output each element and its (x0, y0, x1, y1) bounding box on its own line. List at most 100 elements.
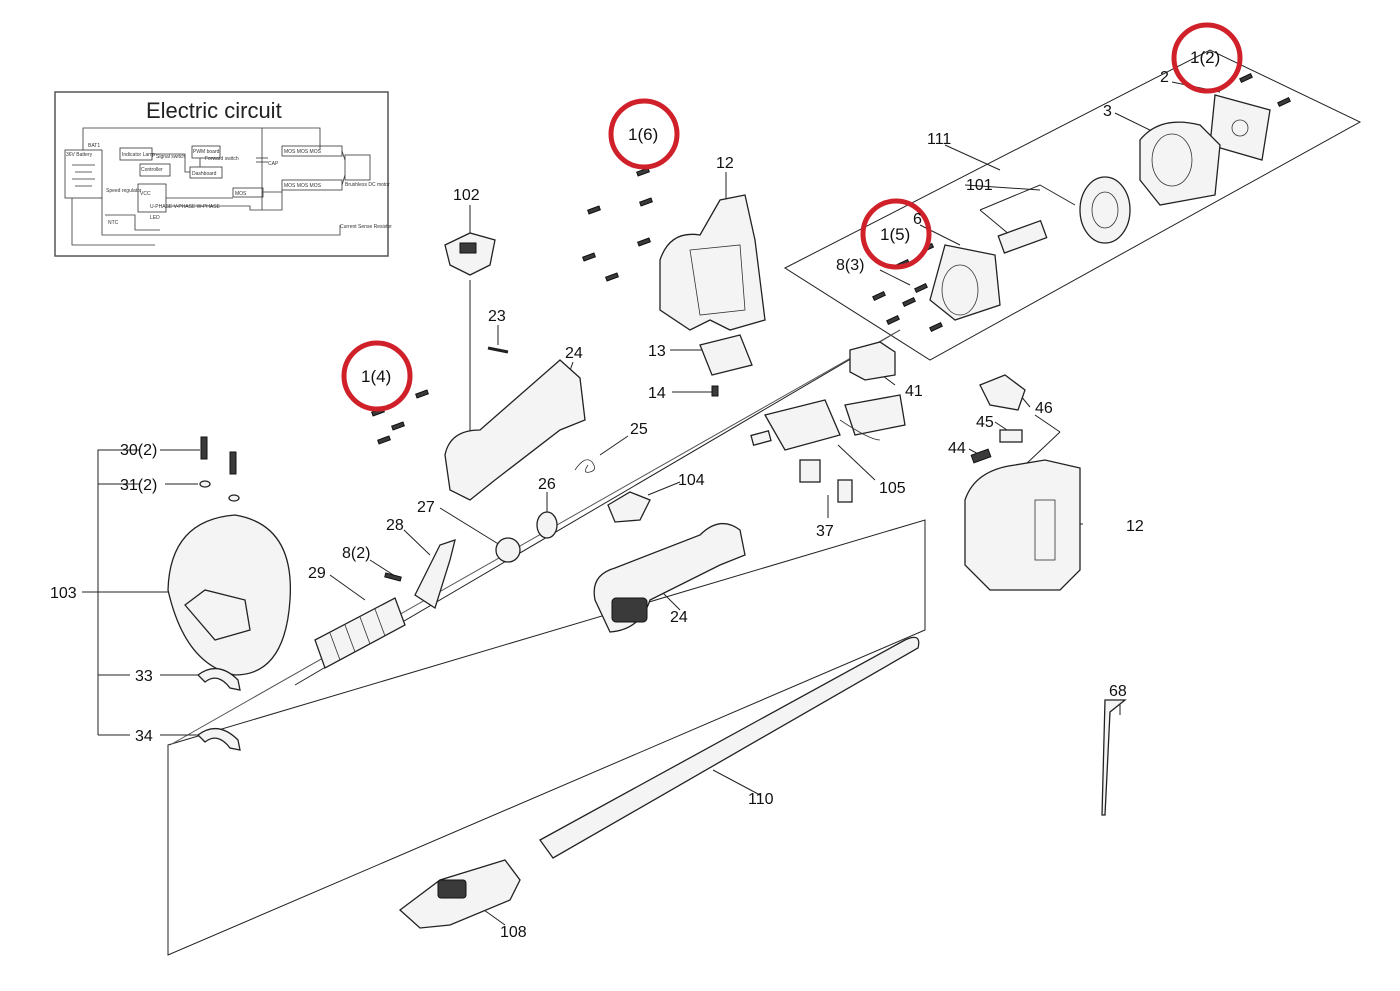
label-13: 13 (648, 343, 666, 360)
clamp-26 (536, 511, 558, 539)
rotor-shaft (997, 219, 1048, 254)
label-3: 3 (1103, 103, 1112, 120)
label-29: 29 (308, 565, 326, 582)
screw-30b (229, 451, 237, 475)
stator (1079, 176, 1131, 244)
lever-28 (414, 539, 456, 610)
highlight-circle-1-4 (341, 340, 413, 412)
svg-text:Speed regulator: Speed regulator (106, 188, 142, 194)
svg-text:Current Sense Resistor: Current Sense Resistor (340, 224, 392, 230)
part-labels: 1(2) 1(6) 1(5) 1(4) 2 3 111 101 6 8(3) 1… (50, 48, 1220, 941)
svg-text:36V Battery: 36V Battery (66, 152, 93, 158)
screw-30a (200, 436, 208, 460)
svg-text:MOS MOS MOS: MOS MOS MOS (284, 183, 322, 189)
motor-housing (1139, 121, 1221, 206)
svg-text:Controller: Controller (141, 167, 163, 173)
label-24-grip: 24 (670, 609, 688, 626)
svg-text:BAT1: BAT1 (88, 143, 100, 149)
label-30-2: 30(2) (120, 442, 157, 459)
highlight-circle-1-6 (608, 98, 680, 170)
label-101: 101 (966, 177, 993, 194)
svg-text:Dashboard: Dashboard (192, 171, 217, 177)
parts-drawings (167, 72, 1291, 929)
trigger-45 (999, 429, 1023, 443)
clip-104 (607, 491, 651, 523)
motor-front-cover (929, 244, 1001, 321)
label-1-5: 1(5) (880, 225, 910, 244)
electric-circuit-inset: Electric circuit (54, 91, 392, 257)
label-104: 104 (678, 472, 705, 489)
svg-text:PWM board: PWM board (193, 149, 220, 155)
label-102: 102 (453, 187, 480, 204)
svg-text:LED: LED (150, 215, 160, 221)
terminal-block (849, 341, 896, 381)
foam-grip (314, 597, 406, 669)
highlight-circle-1-2 (1171, 22, 1243, 94)
svg-text:U-PHASE V-PHASE W-PHASE: U-PHASE V-PHASE W-PHASE (150, 204, 221, 210)
clamp-34 (197, 728, 241, 751)
inset-title: Electric circuit (146, 98, 282, 123)
assembly-guide-lines (82, 49, 1362, 956)
label-108: 108 (500, 924, 527, 941)
label-44: 44 (948, 440, 966, 457)
highlight-circle-1-5 (860, 198, 932, 270)
label-31-2: 31(2) (120, 477, 157, 494)
motor-assembly-box (783, 49, 1362, 361)
label-25: 25 (630, 421, 648, 438)
svg-text:MOS MOS MOS: MOS MOS MOS (284, 149, 322, 155)
ring-27 (495, 537, 521, 563)
label-27: 27 (417, 499, 435, 516)
end-plate (1209, 94, 1271, 161)
handle-half (444, 359, 586, 501)
highlight-circles (341, 22, 1243, 412)
label-34: 34 (135, 728, 153, 745)
label-37: 37 (816, 523, 834, 540)
label-45: 45 (976, 414, 994, 431)
label-46: 46 (1035, 400, 1053, 417)
control-board (699, 334, 753, 376)
label-12-top: 12 (716, 155, 734, 172)
label-2: 2 (1160, 69, 1169, 86)
label-14: 14 (648, 385, 666, 402)
label-1-6: 1(6) (628, 125, 658, 144)
label-28: 28 (386, 517, 404, 534)
loop-handle (167, 514, 292, 676)
svg-text:VCC: VCC (140, 191, 151, 197)
label-23: 23 (488, 308, 506, 325)
svg-text:MOS: MOS (235, 191, 247, 197)
label-8-2: 8(2) (342, 545, 370, 562)
label-24-top: 24 (565, 345, 583, 362)
switch-37 (837, 479, 853, 503)
label-33: 33 (135, 668, 153, 685)
controller (764, 399, 841, 451)
hex-key (1101, 699, 1127, 816)
shaft-assembly-box (167, 519, 926, 956)
label-111: 111 (927, 131, 951, 148)
label-110: 110 (748, 791, 774, 808)
housing-half-top (659, 194, 766, 331)
label-1-4: 1(4) (361, 367, 391, 386)
label-6: 6 (913, 211, 922, 228)
svg-text:Brushless DC motor: Brushless DC motor (345, 182, 390, 188)
label-68: 68 (1109, 683, 1127, 700)
label-103: 103 (50, 585, 77, 602)
battery-housing (964, 459, 1081, 591)
label-105: 105 (879, 480, 906, 497)
label-1-2: 1(2) (1190, 48, 1220, 67)
svg-text:Forward switch: Forward switch (205, 156, 239, 162)
label-8-3: 8(3) (836, 257, 864, 274)
dashboard (444, 232, 496, 276)
screw-14 (711, 385, 719, 397)
svg-text:NTC: NTC (108, 220, 119, 226)
svg-text:Signal switch: Signal switch (156, 154, 185, 160)
label-26: 26 (538, 476, 556, 493)
spring-44 (970, 448, 992, 464)
svg-text:CAP: CAP (268, 161, 279, 167)
shaft-tube (539, 636, 920, 859)
label-41: 41 (905, 383, 923, 400)
svg-text:Indicator Lamp: Indicator Lamp (122, 152, 155, 158)
trigger-46 (979, 374, 1026, 411)
clamp-33 (197, 668, 241, 691)
label-12-right: 12 (1126, 518, 1144, 535)
